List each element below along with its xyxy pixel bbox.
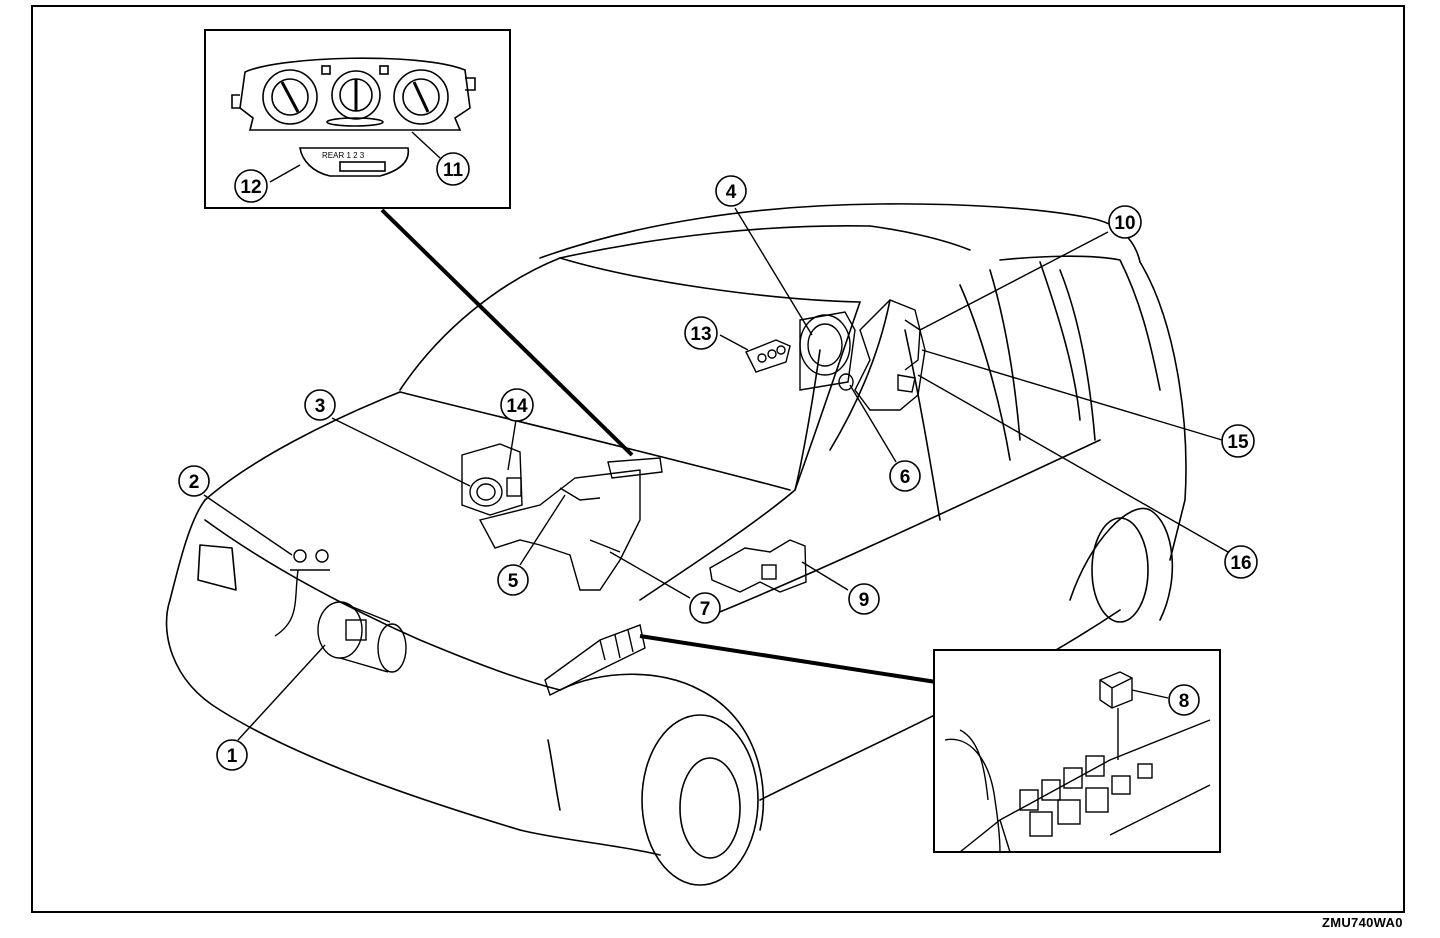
callout-11-label: 11 [443,160,464,181]
diagram-frame [31,5,1405,913]
callout-7-label: 7 [700,599,711,620]
rear-blower-part [799,311,856,391]
callout-8-label: 8 [1179,691,1190,712]
leader-lines [203,207,1229,741]
components [274,299,926,696]
callout-13-label: 13 [690,324,711,345]
inset-pointer-line-upper [380,208,634,457]
rear-switch-part [745,339,791,373]
callout-13: 13 [684,316,718,350]
callout-16: 16 [1224,545,1258,579]
relay-box-part [544,624,646,696]
rear-unit-part [838,299,926,411]
callout-16-label: 16 [1230,553,1251,574]
callout-2: 2 [178,465,210,497]
blower-unit-part [461,443,523,516]
callout-4-label: 4 [726,182,737,203]
callout-10: 10 [1108,205,1142,239]
heater-case-part [478,457,663,591]
callout-6: 6 [889,460,921,492]
inset-pointer-line-lower [639,634,937,684]
callout-3: 3 [304,389,336,421]
callout-5: 5 [497,564,529,596]
callout-14: 14 [500,388,534,422]
inset-frame-bottom [933,649,1221,853]
callout-2-label: 2 [189,472,200,493]
callout-12: 12 [234,169,268,203]
callout-9: 9 [848,583,880,615]
callout-1-label: 1 [227,746,238,767]
callout-9-label: 9 [859,590,870,611]
callout-6-label: 6 [900,467,911,488]
figure-code: ZMU740WA0 [1322,915,1403,930]
callout-10-label: 10 [1114,213,1135,234]
pressure-switch-part [274,549,330,637]
callout-15: 15 [1221,424,1255,458]
callout-12-label: 12 [240,177,261,198]
switch-panel-text: REAR 1 2 3 [322,151,365,160]
callout-7: 7 [689,592,721,624]
control-unit-part [709,539,807,593]
compressor-part [317,601,407,673]
callout-4: 4 [715,175,747,207]
vehicle-outline [165,203,1187,886]
callout-14-label: 14 [506,396,528,417]
callout-1: 1 [216,739,248,771]
relay-box-inset [933,649,1221,853]
callout-8: 8 [1168,684,1200,716]
callout-15-label: 15 [1227,432,1249,453]
callout-11: 11 [436,152,470,186]
callout-5-label: 5 [508,571,519,592]
callout-3-label: 3 [315,396,326,417]
